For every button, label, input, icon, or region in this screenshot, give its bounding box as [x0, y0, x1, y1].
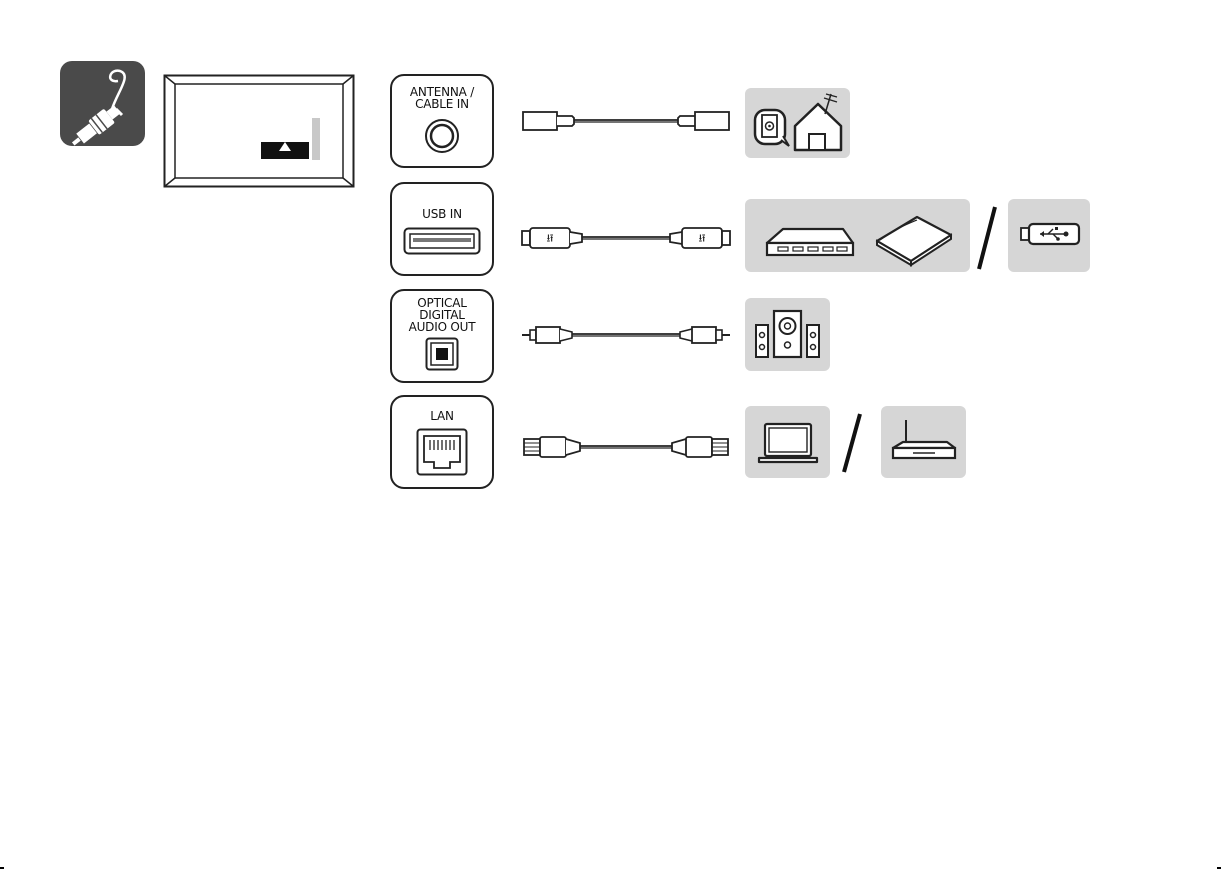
external-hdd-icon	[877, 217, 951, 265]
coax-socket-icon	[424, 118, 460, 154]
router-icon	[881, 406, 966, 478]
svg-text:⭿: ⭿	[546, 232, 553, 245]
optical-cable-icon	[520, 322, 732, 348]
device-tile-usb-flash	[1008, 199, 1090, 272]
port-usb-in: USB IN	[390, 182, 494, 276]
svg-text:⭿: ⭿	[698, 232, 705, 245]
port-label-lan: LAN	[392, 410, 492, 422]
separator-slash	[974, 205, 1000, 271]
usb-hub-icon	[767, 229, 853, 255]
ethernet-socket-icon	[416, 428, 468, 476]
cable-plug-icon	[60, 61, 145, 146]
ethernet-cable-icon	[520, 433, 732, 461]
separator-slash	[839, 412, 865, 474]
usb-cable-icon: ⭿ ⭿	[520, 225, 732, 251]
device-tile-audio	[745, 298, 830, 371]
antenna-house-icon	[745, 88, 850, 158]
port-label-optical: OPTICAL DIGITAL AUDIO OUT	[392, 297, 492, 333]
tv-back-panel-icon	[163, 74, 355, 188]
device-tile-router	[881, 406, 966, 478]
port-label-antenna: ANTENNA / CABLE IN	[392, 86, 492, 110]
device-tile-usb-storage	[745, 199, 970, 272]
usb-socket-icon	[403, 227, 481, 255]
laptop-icon	[745, 406, 830, 478]
port-label-usb: USB IN	[392, 208, 492, 220]
port-lan: LAN	[390, 395, 494, 489]
port-optical-audio-out: OPTICAL DIGITAL AUDIO OUT	[390, 289, 494, 383]
optical-socket-icon	[425, 337, 459, 371]
coax-cable-icon	[520, 108, 732, 134]
speaker-system-icon	[745, 298, 830, 371]
device-tile-laptop	[745, 406, 830, 478]
usb-flash-drive-icon	[1008, 199, 1090, 272]
port-antenna-cable-in: ANTENNA / CABLE IN	[390, 74, 494, 168]
device-tile-antenna	[745, 88, 850, 158]
